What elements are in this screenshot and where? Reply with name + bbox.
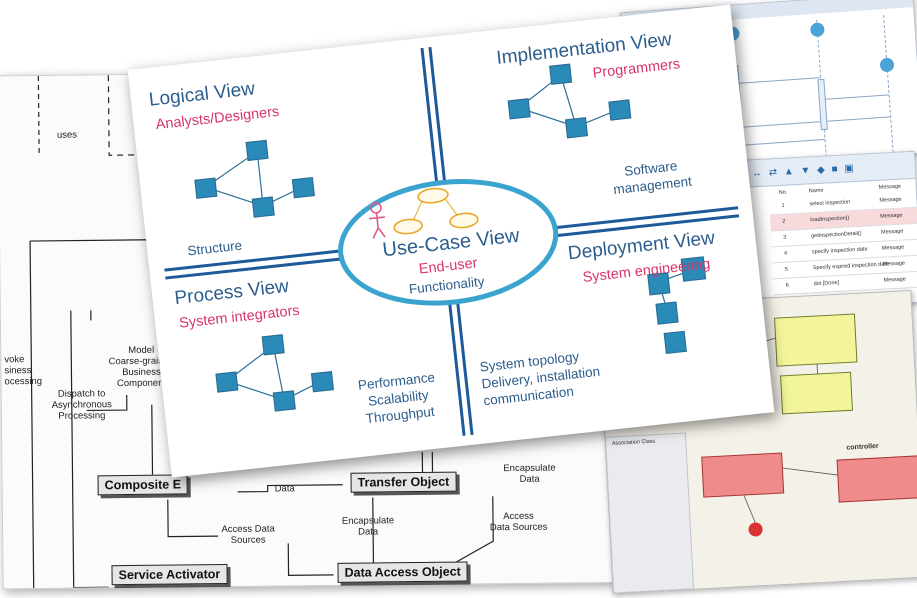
encapsulate-label-1: Encapsulate Data: [503, 462, 556, 485]
service-activator-box: Service Activator: [111, 563, 228, 586]
access-data-label-1: Access Data Sources: [221, 523, 275, 546]
four-plus-one-view-card: Logical View Analysts/Designers Structur…: [127, 4, 775, 478]
table-header-name: Name: [808, 187, 824, 195]
card-graphics: [164, 46, 740, 436]
encapsulate-label-2: Encapsulate Data: [341, 515, 395, 538]
class-diagram-screenshot: Association Class controller: [597, 289, 917, 595]
process-view-concern: Performance Scalability Throughput: [357, 369, 436, 427]
transfer-object-box: Transfer Object: [350, 471, 457, 493]
access-data-label-2: Access Data Sources: [489, 510, 548, 534]
class-diagram-art: [605, 313, 917, 594]
table-header-message: Message: [878, 183, 902, 191]
uses-label: uses: [56, 129, 78, 141]
data-label: Data: [274, 483, 295, 495]
dispatch-label: Dispatch to Asynchronous Processing: [51, 388, 112, 422]
table-body: 1 select inspection Message 2 loadInspec…: [769, 191, 917, 300]
data-access-object-box: Data Access Object: [337, 561, 468, 583]
invoke-label: voke siness ocessing: [4, 354, 43, 388]
composite-entity-box: Composite E: [97, 474, 189, 496]
table-header-no: No.: [778, 189, 788, 196]
